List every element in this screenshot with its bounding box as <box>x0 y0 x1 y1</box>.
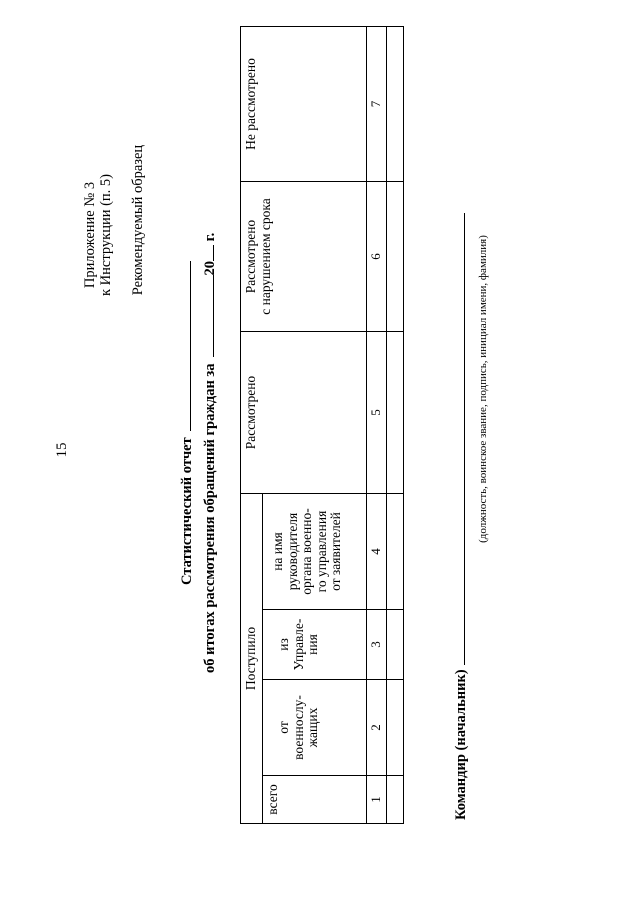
header-from-directorate-line3: ния <box>305 634 320 655</box>
header-from-servicemen-line3: жащих <box>305 707 320 748</box>
header-reviewed-late: Рассмотрено с нарушением срока <box>240 181 367 332</box>
column-number: 7 <box>366 26 387 182</box>
appendix-reference: к Инструкции (п. 5) <box>98 173 114 297</box>
column-number: 1 <box>366 775 387 824</box>
header-reviewed-late-line1: Рассмотрено <box>243 219 258 294</box>
data-cell <box>386 609 404 680</box>
header-to-head-line5: от заявителей <box>328 512 343 591</box>
report-title: Статистический отчет <box>178 165 196 585</box>
header-from-servicemen-line2: военнослу- <box>290 695 306 760</box>
signature-blank-line <box>452 213 465 666</box>
year-blank-line <box>201 244 214 261</box>
column-number: 3 <box>366 609 387 680</box>
year-prefix: 20 <box>202 260 218 276</box>
header-from-servicemen-line1: от <box>276 721 291 734</box>
header-not-reviewed: Не рассмотрено <box>240 26 367 182</box>
recommended-sample: Рекомендуемый образец <box>130 144 146 296</box>
title-blank-line <box>178 261 191 432</box>
header-total: всего <box>262 775 367 824</box>
page-number: 15 <box>54 442 70 458</box>
header-to-head: на имя руководителя органа военно- го уп… <box>262 493 367 610</box>
data-row <box>386 26 404 824</box>
data-cell <box>386 679 404 776</box>
report-title-text: Статистический отчет <box>179 437 195 585</box>
header-reviewed-late-line2: с нарушением срока <box>257 198 273 315</box>
report-subtitle-text: об итогах рассмотрения обращений граждан… <box>202 363 218 673</box>
period-blank-line <box>201 275 214 358</box>
header-received: Поступило <box>240 493 263 824</box>
year-suffix: г. <box>202 232 218 242</box>
statistics-table: Поступило Рассмотрено Рассмотрено с нару… <box>240 26 404 824</box>
data-cell <box>386 181 404 332</box>
data-cell <box>386 493 404 610</box>
header-reviewed: Рассмотрено <box>240 331 367 494</box>
column-number-row: 1 2 3 4 5 6 7 <box>366 26 387 824</box>
data-cell <box>386 331 404 494</box>
report-subtitle: об итогах рассмотрения обращений граждан… <box>201 173 219 673</box>
header-to-head-line4: го управления <box>313 510 329 593</box>
appendix-heading: Приложение № 3 к Инструкции (п. 5) <box>82 125 114 345</box>
column-number: 4 <box>366 493 387 610</box>
header-from-directorate-line2: Управле- <box>290 618 306 671</box>
appendix-number: Приложение № 3 <box>82 181 98 289</box>
column-number: 5 <box>366 331 387 494</box>
header-from-directorate: из Управле- ния <box>262 609 367 680</box>
header-from-servicemen: от военнослу- жащих <box>262 679 367 776</box>
signature-caption: (должность, воинское звание, подпись, ин… <box>477 235 489 543</box>
data-cell <box>386 26 404 182</box>
header-to-head-line1: на имя <box>270 532 285 571</box>
data-cell <box>386 775 404 824</box>
header-to-head-line2: руководителя <box>284 512 300 591</box>
signature-line: Командир (начальник) <box>452 120 470 820</box>
column-number: 6 <box>366 181 387 332</box>
header-from-directorate-line1: из <box>276 638 291 651</box>
header-to-head-line3: органа военно- <box>299 508 314 595</box>
column-number: 2 <box>366 679 387 776</box>
signature-label: Командир (начальник) <box>453 669 469 820</box>
